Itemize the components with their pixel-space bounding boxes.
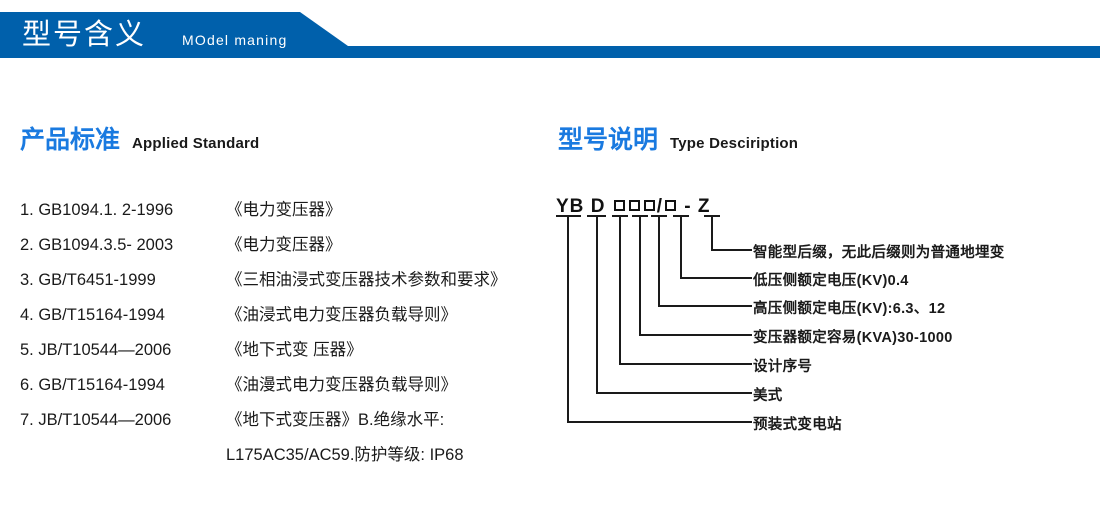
standard-name: 《油漫式电力变压器负载导则》 bbox=[226, 376, 457, 394]
standard-name: 《地下式变 压器》 bbox=[226, 341, 363, 359]
standard-code: 6. GB/T15164-1994 bbox=[20, 376, 165, 394]
standard-code: 4. GB/T15164-1994 bbox=[20, 306, 165, 324]
code-dash: - bbox=[684, 196, 692, 217]
code-separator: / bbox=[656, 196, 663, 217]
standard-row: 2. GB1094.3.5- 2003 《电力变压器》 bbox=[20, 231, 540, 266]
callout-label-rated-capacity: 变压器额定容易(KVA)30-1000 bbox=[753, 330, 953, 346]
code-second: D bbox=[590, 196, 606, 217]
standard-name: 《油浸式电力变压器负载导则》 bbox=[226, 306, 457, 324]
standard-row: L175AC35/AC59.防护等级: IP68 bbox=[20, 441, 540, 476]
heading-applied-standard: 产品标准 Applied Standard bbox=[20, 120, 259, 156]
type-code-line: YB D / - Z bbox=[556, 196, 710, 218]
code-suffix: Z bbox=[697, 196, 711, 217]
callout-label-lv-rated-voltage: 低压侧额定电压(KV)0.4 bbox=[753, 273, 909, 289]
code-prefix: YB bbox=[556, 196, 585, 217]
heading-applied-standard-cn: 产品标准 bbox=[20, 126, 121, 154]
page-header-banner: 型号含义 MOdel maning bbox=[0, 0, 1100, 60]
standard-row: 1. GB1094.1. 2-1996 《电力变压器》 bbox=[20, 196, 540, 231]
heading-type-description-cn: 型号说明 bbox=[558, 126, 659, 154]
standard-name: 《电力变压器》 bbox=[226, 236, 342, 254]
banner-title-cn: 型号含义 bbox=[22, 19, 147, 51]
standard-row: 7. JB/T10544—2006 《地下式变压器》B.绝缘水平: bbox=[20, 406, 540, 441]
heading-applied-standard-en: Applied Standard bbox=[132, 135, 260, 152]
standard-name: L175AC35/AC59.防护等级: IP68 bbox=[226, 446, 464, 464]
standard-code: 7. JB/T10544—2006 bbox=[20, 411, 172, 429]
heading-type-description-en: Type Desciription bbox=[670, 135, 799, 152]
standards-list: 1. GB1094.1. 2-1996《电力变压器》2. GB1094.3.5-… bbox=[20, 196, 540, 476]
callout-label-hv-rated-voltage: 高压侧额定电压(KV):6.3、12 bbox=[753, 301, 946, 317]
standard-code: 3. GB/T6451-1999 bbox=[20, 271, 156, 289]
code-box-1 bbox=[613, 200, 625, 211]
standard-name: 《三相油浸式变压器技术参数和要求》 bbox=[226, 271, 507, 289]
heading-type-description: 型号说明 Type Desciription bbox=[558, 120, 798, 156]
callout-label-american-type: 美式 bbox=[753, 388, 783, 404]
callout-label-smart-suffix: 智能型后缀，无此后缀则为普通地埋变 bbox=[753, 245, 1005, 261]
banner-title-en: MOdel maning bbox=[182, 32, 288, 48]
standard-code: 1. GB1094.1. 2-1996 bbox=[20, 201, 174, 219]
standard-row: 4. GB/T15164-1994 《油浸式电力变压器负载导则》 bbox=[20, 301, 540, 336]
standard-row: 5. JB/T10544—2006 《地下式变 压器》 bbox=[20, 336, 540, 371]
standard-name: 《地下式变压器》B.绝缘水平: bbox=[226, 411, 445, 429]
standard-code: 5. JB/T10544—2006 bbox=[20, 341, 172, 359]
code-box-2 bbox=[628, 200, 640, 211]
banner-rule bbox=[330, 46, 1100, 58]
callout-label-prefab-substation: 预装式变电站 bbox=[753, 417, 842, 433]
code-box-4 bbox=[664, 200, 676, 211]
standard-row: 3. GB/T6451-1999 《三相油浸式变压器技术参数和要求》 bbox=[20, 266, 540, 301]
banner-shape bbox=[0, 12, 348, 58]
code-box-3 bbox=[643, 200, 655, 211]
standard-row: 6. GB/T15164-1994 《油漫式电力变压器负载导则》 bbox=[20, 371, 540, 406]
standard-code: 2. GB1094.3.5- 2003 bbox=[20, 236, 174, 254]
standard-name: 《电力变压器》 bbox=[226, 201, 342, 219]
callout-label-design-serial: 设计序号 bbox=[753, 359, 813, 375]
